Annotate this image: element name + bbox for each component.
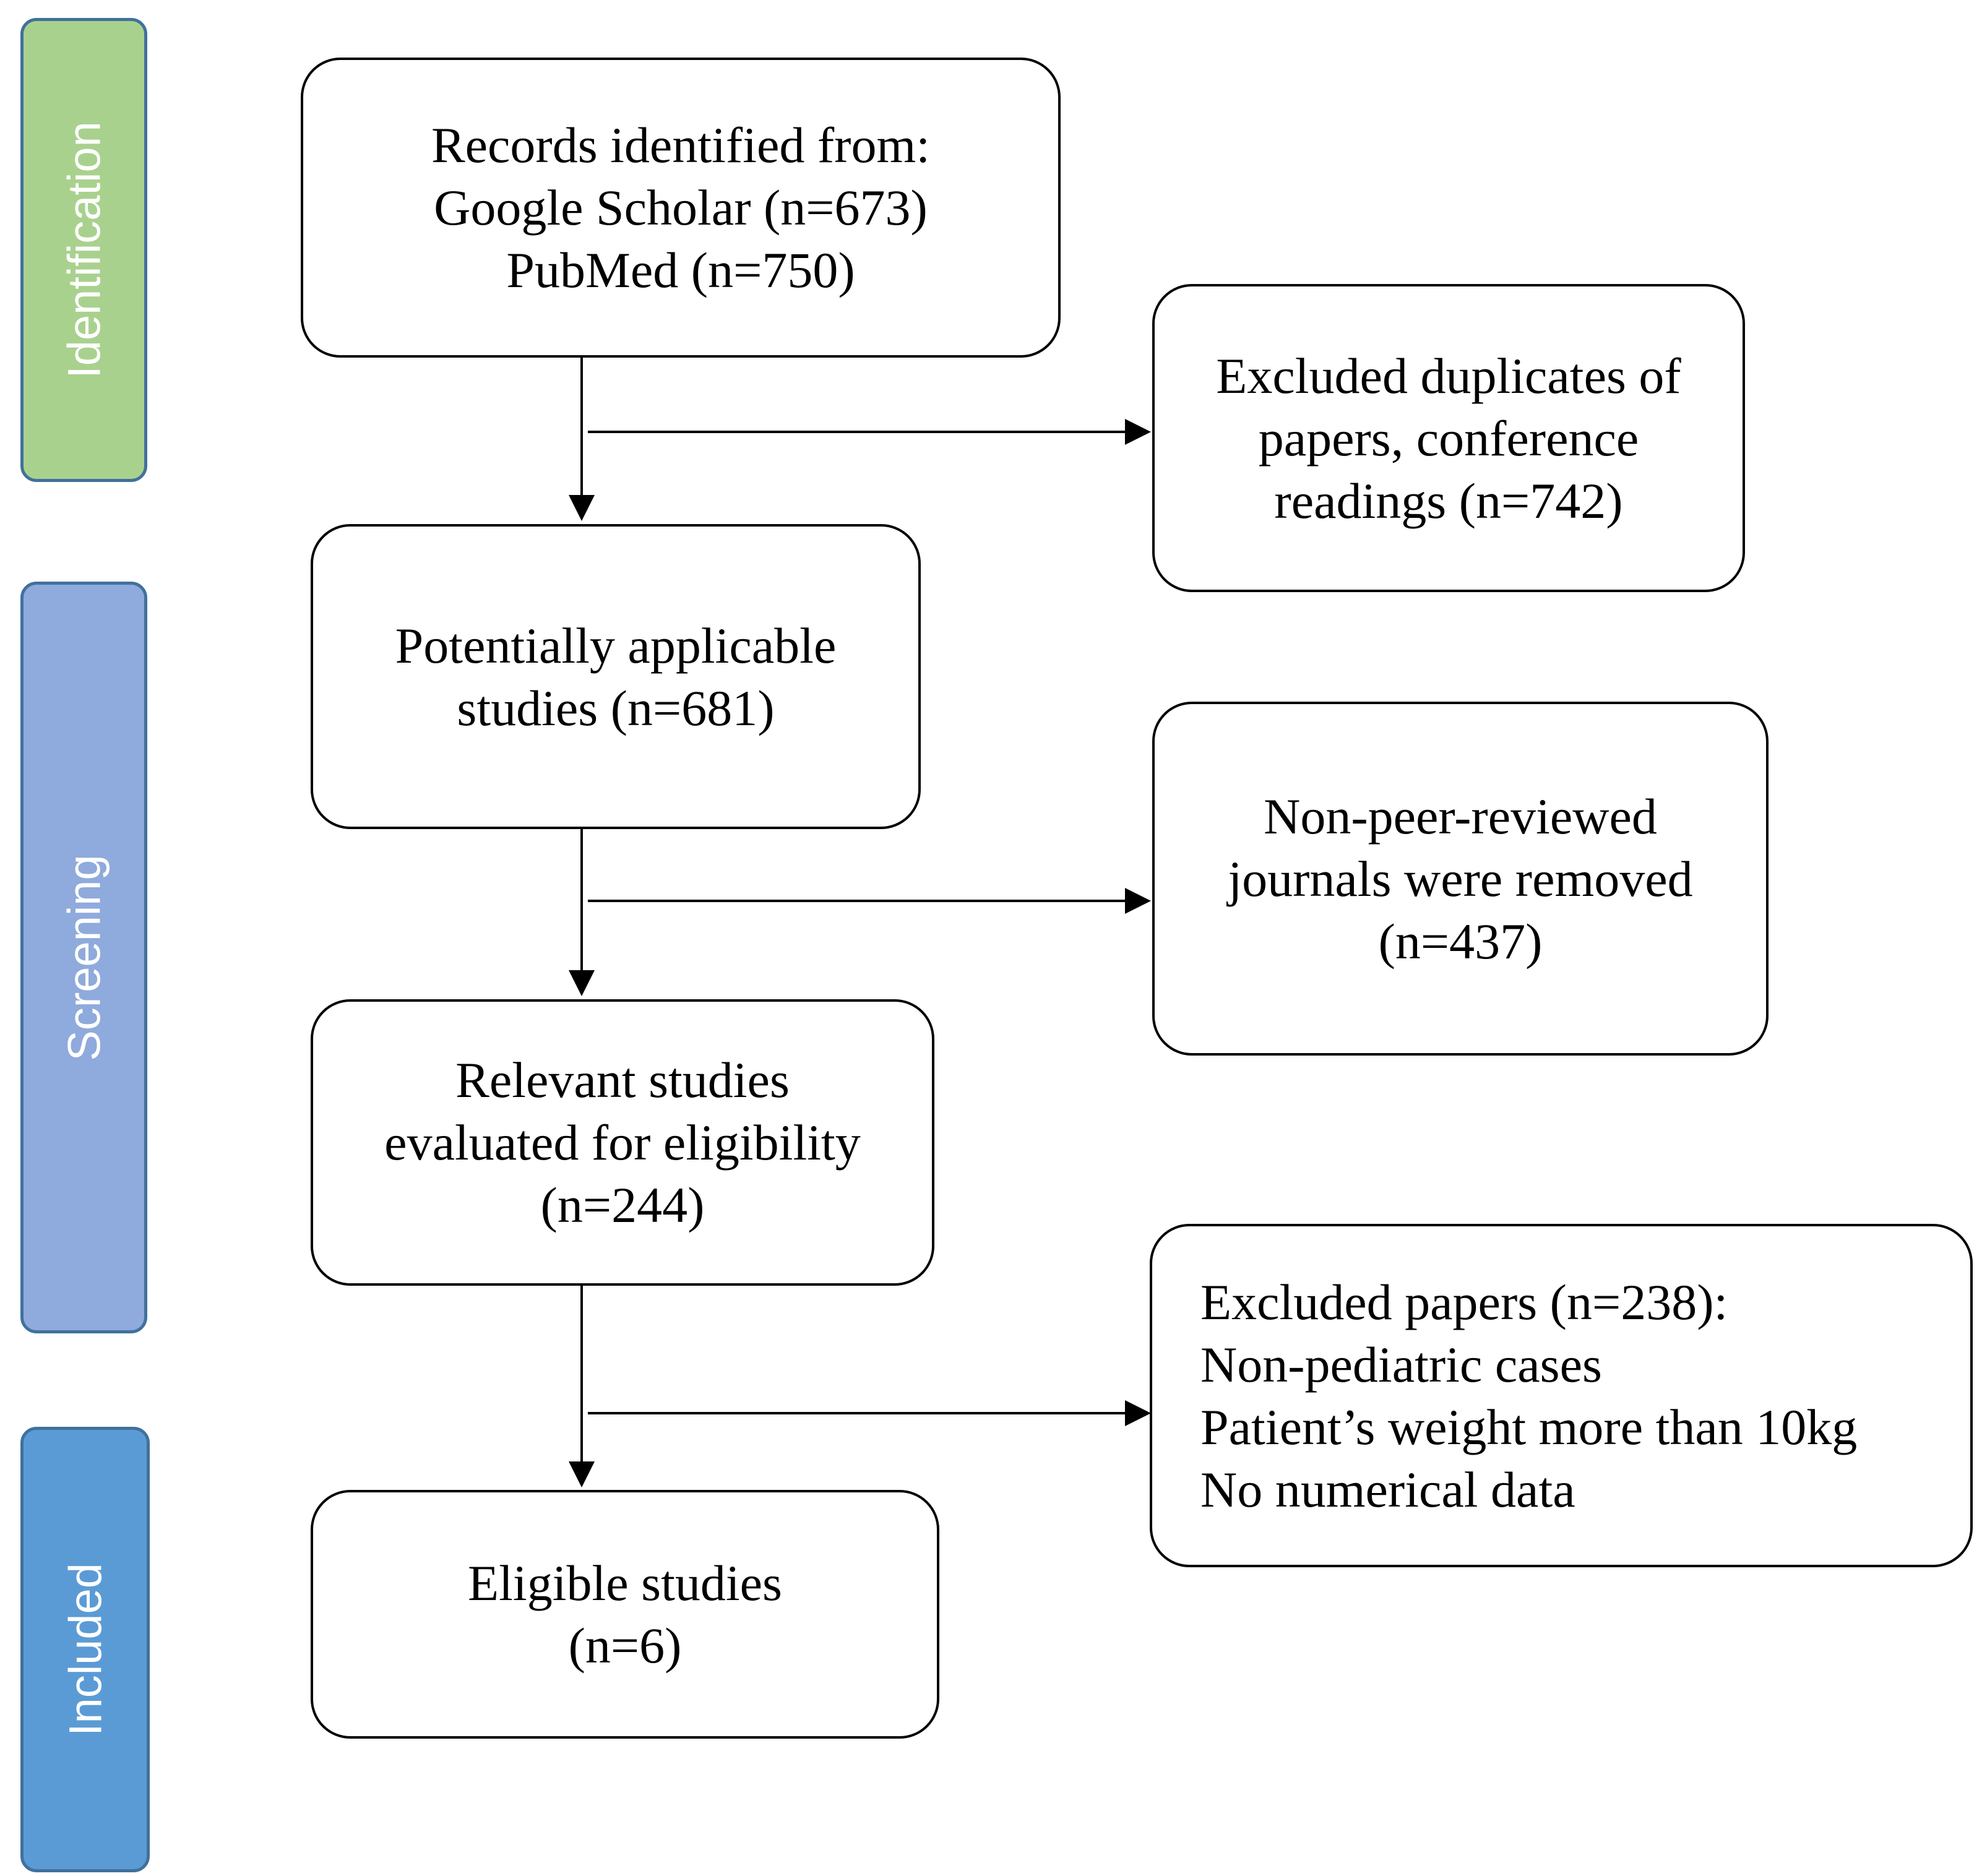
excluded-line-1: Excluded papers (n=238): bbox=[1200, 1273, 1728, 1330]
excluded-papers-box: Excluded papers (n=238): Non-pediatric c… bbox=[1150, 1224, 1973, 1567]
eligible-studies-box: Eligible studies (n=6) bbox=[311, 1490, 939, 1739]
records-identified-box: Records identified from: Google Scholar … bbox=[301, 58, 1061, 358]
arrow-records-to-potential bbox=[569, 358, 595, 521]
stage-identification: Identification bbox=[20, 18, 147, 482]
excluded-line-3: Patient’s weight more than 10kg bbox=[1200, 1398, 1858, 1455]
non-peer-reviewed-box: Non-peer-reviewed journals were removed … bbox=[1152, 702, 1769, 1056]
nonpeer-line-3: (n=437) bbox=[1378, 913, 1543, 970]
stage-screening: Screening bbox=[20, 582, 147, 1333]
records-line-3: PubMed (n=750) bbox=[506, 242, 855, 298]
eligible-line-1: Eligible studies bbox=[468, 1555, 782, 1611]
relevant-studies-box: Relevant studies evaluated for eligibili… bbox=[311, 999, 934, 1286]
records-line-1: Records identified from: bbox=[431, 117, 931, 173]
arrow-relevant-to-eligible bbox=[569, 1286, 595, 1487]
excluded-line-2: Non-pediatric cases bbox=[1200, 1336, 1602, 1393]
arrow-to-excluded bbox=[588, 1400, 1151, 1426]
nonpeer-line-2: journals were removed bbox=[1228, 850, 1693, 907]
excluded-duplicates-box: Excluded duplicates of papers, conferenc… bbox=[1152, 284, 1745, 592]
excluded-line-4: No numerical data bbox=[1200, 1461, 1575, 1518]
duplicates-line-2: papers, conference bbox=[1258, 410, 1639, 467]
potentially-applicable-box: Potentially applicable studies (n=681) bbox=[311, 524, 921, 829]
relevant-line-3: (n=244) bbox=[540, 1177, 705, 1233]
records-line-2: Google Scholar (n=673) bbox=[434, 179, 928, 236]
arrow-to-nonpeer bbox=[588, 888, 1151, 914]
duplicates-line-3: readings (n=742) bbox=[1274, 472, 1623, 529]
arrow-potential-to-relevant bbox=[569, 829, 595, 996]
arrow-to-duplicates bbox=[588, 419, 1151, 445]
eligible-line-2: (n=6) bbox=[568, 1617, 682, 1674]
nonpeer-line-1: Non-peer-reviewed bbox=[1264, 788, 1657, 845]
stage-included: Included bbox=[20, 1427, 150, 1872]
potential-line-2: studies (n=681) bbox=[457, 679, 775, 736]
potential-line-1: Potentially applicable bbox=[395, 617, 837, 674]
relevant-line-1: Relevant studies bbox=[455, 1052, 790, 1108]
relevant-line-2: evaluated for eligibility bbox=[384, 1114, 861, 1171]
duplicates-line-1: Excluded duplicates of bbox=[1216, 347, 1681, 404]
